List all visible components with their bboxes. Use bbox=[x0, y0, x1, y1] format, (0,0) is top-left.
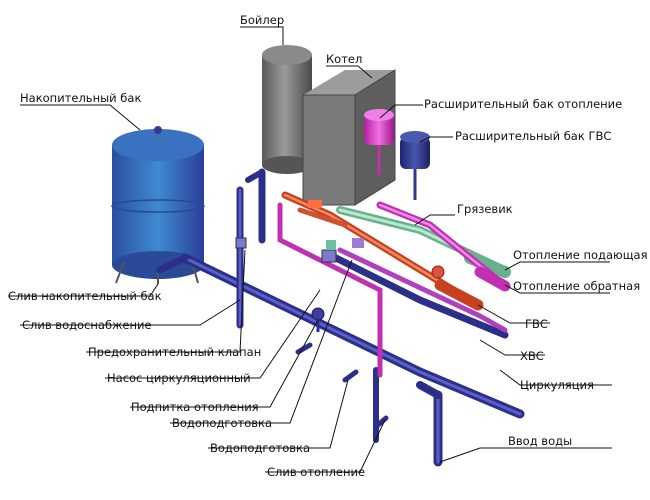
label-supply-drain: Слив водоснабжение bbox=[22, 318, 152, 332]
expansion-tank-dhw bbox=[400, 131, 430, 200]
label-cold-water: ХВС bbox=[520, 349, 544, 363]
leader-lines bbox=[8, 26, 612, 473]
label-storage-tank: Накопительный бак bbox=[20, 91, 141, 105]
label-heating-makeup: Подпитка отопления bbox=[131, 400, 259, 414]
label-water-treatment-2: Водоподготовка bbox=[210, 441, 310, 455]
label-tank-drain: Слив накопительный бак bbox=[8, 289, 162, 303]
label-water-inlet: Ввод воды bbox=[508, 434, 572, 448]
label-safety-valve: Предохранительный клапан bbox=[88, 345, 261, 359]
label-boiler: Котел bbox=[326, 52, 362, 66]
label-dhw: ГВС bbox=[525, 317, 548, 331]
label-heating-supply: Отопление подающая bbox=[513, 248, 648, 262]
label-heating-drain: Слив отопление bbox=[267, 465, 365, 479]
dhw-pipe bbox=[281, 191, 484, 311]
label-circ-pump: Насос циркуляционный bbox=[107, 371, 251, 385]
mud-filter bbox=[308, 200, 364, 248]
safety-valve bbox=[235, 237, 247, 249]
label-dhw-boiler: Бойлер bbox=[240, 13, 284, 27]
label-heating-return: Отопление обратная bbox=[513, 279, 640, 293]
label-water-treatment-1: Водоподготовка bbox=[172, 416, 272, 430]
label-circulation: Циркуляция bbox=[520, 378, 594, 392]
circulation-pump bbox=[321, 240, 337, 263]
label-expansion-heating: Расширительный бак отопление bbox=[424, 97, 622, 111]
label-expansion-dhw: Расширительный бак ГВС bbox=[455, 129, 611, 143]
cold-water-pipes bbox=[156, 168, 525, 467]
boiler-unit bbox=[302, 69, 396, 206]
labels: Накопительный бак Бойлер Котел Расширите… bbox=[8, 13, 648, 479]
label-strainer: Грязевик bbox=[457, 202, 513, 216]
heating-return-pipe bbox=[277, 201, 511, 378]
